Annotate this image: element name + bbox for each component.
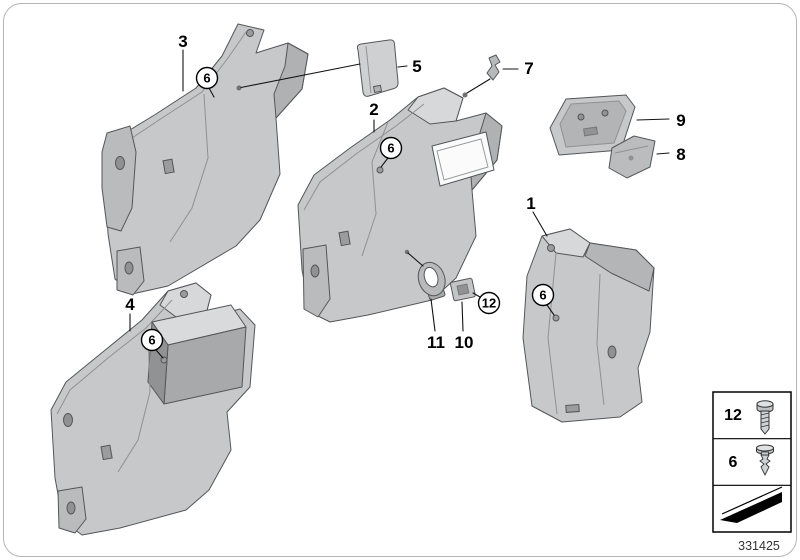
panel3-screw-hole xyxy=(246,29,254,37)
diagram-id-label: 331425 xyxy=(738,539,780,553)
callout-7[interactable]: 7 xyxy=(524,59,533,78)
callout-2[interactable]: 2 xyxy=(369,100,378,119)
panel2-handle-opening xyxy=(431,131,495,187)
leader-lines xyxy=(129,49,670,359)
circled-marker-6-panel3[interactable]: 6 xyxy=(195,66,219,90)
panel1-screw-hole xyxy=(547,244,555,252)
legend-label-12: 12 xyxy=(724,407,742,424)
callout-9[interactable]: 9 xyxy=(676,111,685,130)
svg-text:6: 6 xyxy=(148,333,155,348)
svg-text:12: 12 xyxy=(482,296,496,311)
trim-panel-3 xyxy=(101,23,309,296)
panel3-flap-mount-point xyxy=(236,85,242,91)
callout-1[interactable]: 1 xyxy=(526,194,535,213)
panel4-screw-hole xyxy=(180,290,188,298)
screw-icon xyxy=(756,400,774,435)
legend-box: 12 6 xyxy=(712,391,792,533)
diagram-border xyxy=(3,3,797,557)
circled-marker-6-panel2[interactable]: 6 xyxy=(379,136,403,160)
panel3-side-wing xyxy=(101,125,137,232)
trim-panel-1 xyxy=(522,228,655,423)
circled-marker-12[interactable]: 12 xyxy=(477,291,501,315)
direction-wedge-icon xyxy=(720,486,783,523)
clip-10 xyxy=(450,277,476,302)
legend-label-6: 6 xyxy=(729,454,738,471)
ring-11 xyxy=(417,261,446,301)
panel2-clip-mount-point xyxy=(462,92,468,98)
expanding-rivet-icon xyxy=(756,444,774,477)
callout-8[interactable]: 8 xyxy=(676,145,685,164)
trim-panel-4 xyxy=(50,282,256,536)
callout-3[interactable]: 3 xyxy=(178,32,187,51)
panel2-rivet-hole xyxy=(376,166,384,174)
callout-11[interactable]: 11 xyxy=(427,333,445,352)
cover-flap-5 xyxy=(356,39,399,97)
callout-5[interactable]: 5 xyxy=(412,57,421,76)
bracket-8 xyxy=(608,135,656,179)
panel1-rivet-hole xyxy=(552,314,560,322)
panel4-rivet-hole xyxy=(160,356,168,364)
svg-text:6: 6 xyxy=(203,71,210,86)
callout-10[interactable]: 10 xyxy=(455,333,474,352)
svg-text:6: 6 xyxy=(539,288,546,303)
bracket-9 xyxy=(549,94,636,156)
callout-4[interactable]: 4 xyxy=(125,295,135,314)
circled-marker-6-panel4[interactable]: 6 xyxy=(140,328,164,352)
svg-text:6: 6 xyxy=(387,141,394,156)
panel2-end-cap xyxy=(302,244,331,318)
circled-marker-6-panel1[interactable]: 6 xyxy=(531,283,555,307)
clip-7 xyxy=(486,54,501,81)
